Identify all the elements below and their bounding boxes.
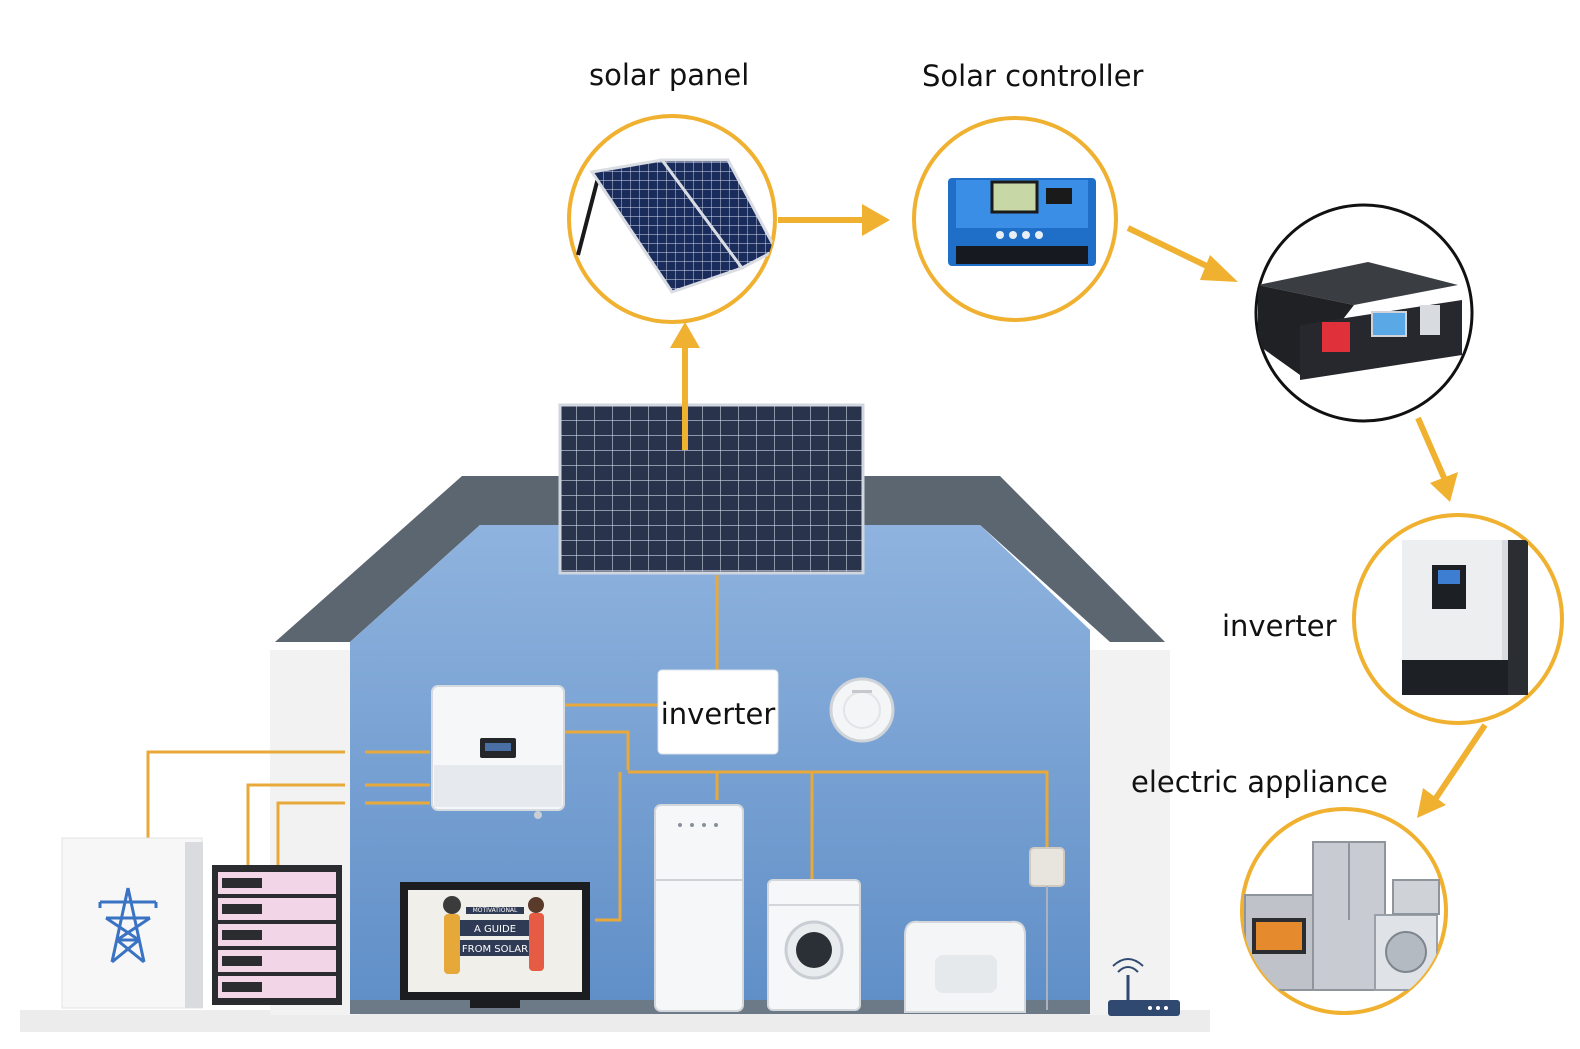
- charge-controller-icon: [948, 178, 1096, 266]
- grid-cabinet: [62, 838, 203, 1008]
- sofa-icon: [905, 922, 1025, 1012]
- arrow-battery-to-inverter: [1418, 418, 1458, 502]
- washing-machine-icon: [768, 880, 860, 1010]
- house-inverter-box: inverter: [658, 670, 778, 754]
- inverter-node: [1354, 515, 1562, 723]
- solar-controller-node: [914, 118, 1116, 320]
- hybrid-inverter-unit: [432, 686, 564, 819]
- wall-inverter-icon: [1402, 540, 1528, 695]
- arrow-controller-to-battery: [1128, 228, 1238, 282]
- tv-line2: A GUIDE: [474, 924, 516, 935]
- smoke-detector-icon: [831, 679, 893, 741]
- inverter-label: inverter: [1222, 609, 1337, 643]
- solar-panel-label: solar panel: [589, 58, 749, 92]
- solar-controller-label: Solar controller: [922, 59, 1143, 93]
- roof-solar-panel: [560, 405, 863, 573]
- appliance-node: [1242, 809, 1446, 1013]
- battery-stack-icon: [212, 865, 342, 1005]
- arrow-panel-to-controller: [778, 204, 890, 236]
- tv-line1: MOTIVATIONAL: [473, 907, 518, 914]
- tv-line3: FROM SOLAR: [462, 944, 528, 955]
- arrow-inverter-to-appliance: [1417, 725, 1485, 818]
- electric-appliance-label: electric appliance: [1131, 765, 1388, 799]
- refrigerator-icon: [655, 805, 743, 1011]
- television-icon: MOTIVATIONAL A GUIDE FROM SOLAR: [400, 882, 590, 1008]
- battery-node: [1256, 205, 1472, 421]
- house-inverter-label: inverter: [661, 697, 776, 731]
- solar-panel-node: [569, 116, 776, 322]
